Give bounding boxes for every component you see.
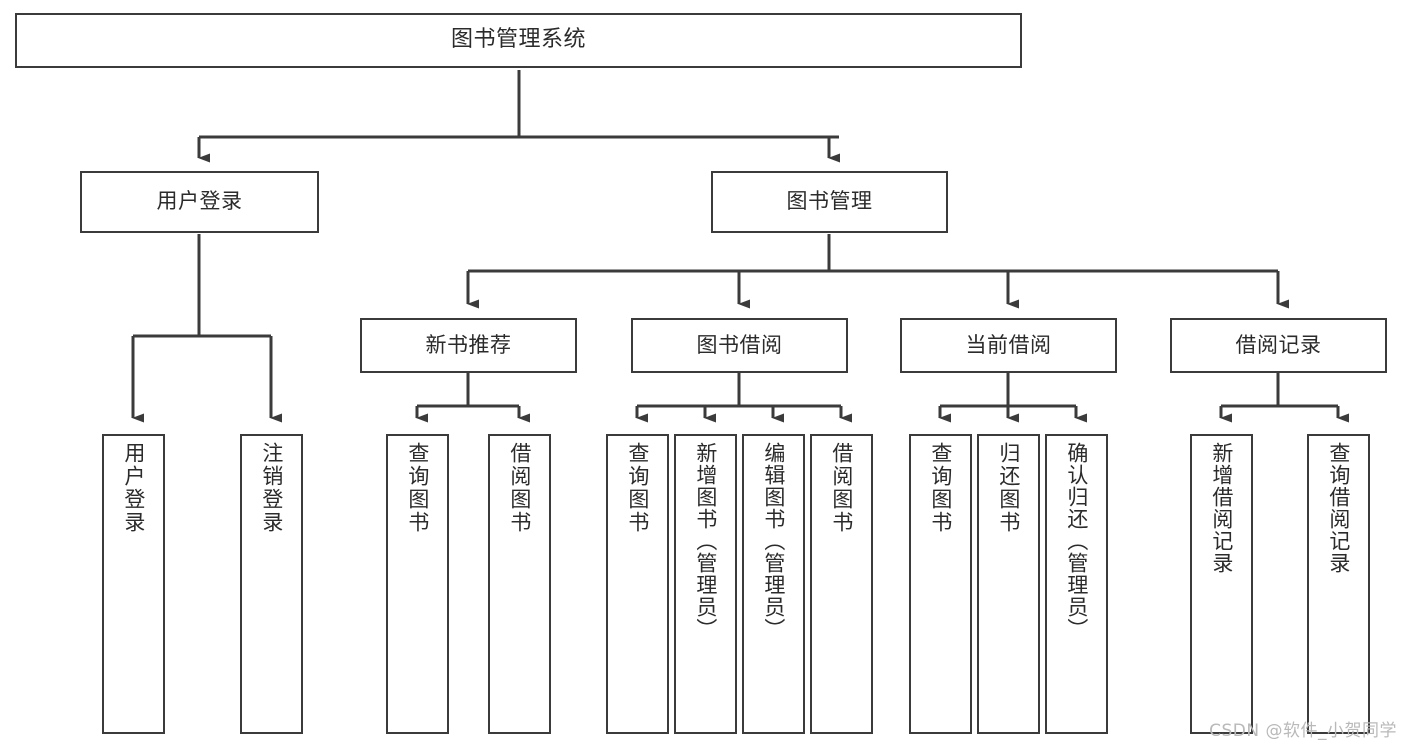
node-label: 借阅图书 (507, 442, 532, 534)
node-current-borrow[interactable]: 当前借阅 (900, 318, 1117, 373)
leaf-recommend-borrow-book[interactable]: 借阅图书 (488, 434, 551, 734)
node-label: 归还图书 (996, 442, 1021, 534)
node-label: 用户登录 (121, 442, 146, 534)
node-label: 查询图书 (405, 442, 430, 534)
leaf-borrow-add-book-admin[interactable]: 新增图书（管理员） (674, 434, 737, 734)
node-label: 新书推荐 (425, 332, 512, 357)
node-label: 查询图书 (625, 442, 650, 534)
node-book-management[interactable]: 图书管理 (711, 171, 948, 233)
node-label: 查询借阅记录 (1326, 442, 1351, 574)
leaf-current-return-book[interactable]: 归还图书 (977, 434, 1040, 734)
node-user-login[interactable]: 用户登录 (80, 171, 319, 233)
node-label: 查询图书 (928, 442, 953, 534)
node-new-book-recommend[interactable]: 新书推荐 (360, 318, 577, 373)
node-label: 借阅记录 (1235, 332, 1322, 357)
leaf-record-query-borrow-record[interactable]: 查询借阅记录 (1307, 434, 1370, 734)
leaf-borrow-query-book[interactable]: 查询图书 (606, 434, 669, 734)
node-label: 图书管理 (786, 189, 873, 214)
node-label: 新增借阅记录 (1209, 442, 1234, 574)
csdn-watermark: CSDN @软件_小贺同学 (1209, 721, 1397, 741)
node-borrow-record[interactable]: 借阅记录 (1170, 318, 1387, 373)
node-label: 确认归还（管理员） (1064, 442, 1089, 640)
leaf-current-confirm-return-admin[interactable]: 确认归还（管理员） (1045, 434, 1108, 734)
leaf-current-query-book[interactable]: 查询图书 (909, 434, 972, 734)
leaf-user-login-logout[interactable]: 注销登录 (240, 434, 303, 734)
node-label: 用户登录 (156, 189, 243, 214)
node-label: 借阅图书 (829, 442, 854, 534)
node-label: 注销登录 (259, 442, 284, 534)
leaf-user-login-login[interactable]: 用户登录 (102, 434, 165, 734)
node-label: 编辑图书（管理员） (761, 442, 786, 640)
node-label: 当前借阅 (965, 332, 1052, 357)
node-label: 图书管理系统 (450, 27, 586, 53)
node-label: 图书借阅 (696, 332, 783, 357)
node-book-borrow[interactable]: 图书借阅 (631, 318, 848, 373)
leaf-borrow-edit-book-admin[interactable]: 编辑图书（管理员） (742, 434, 805, 734)
node-root-library-system[interactable]: 图书管理系统 (15, 13, 1022, 68)
leaf-record-add-borrow-record[interactable]: 新增借阅记录 (1190, 434, 1253, 734)
leaf-recommend-query-book[interactable]: 查询图书 (386, 434, 449, 734)
node-label: 新增图书（管理员） (693, 442, 718, 640)
leaf-borrow-borrow-book[interactable]: 借阅图书 (810, 434, 873, 734)
